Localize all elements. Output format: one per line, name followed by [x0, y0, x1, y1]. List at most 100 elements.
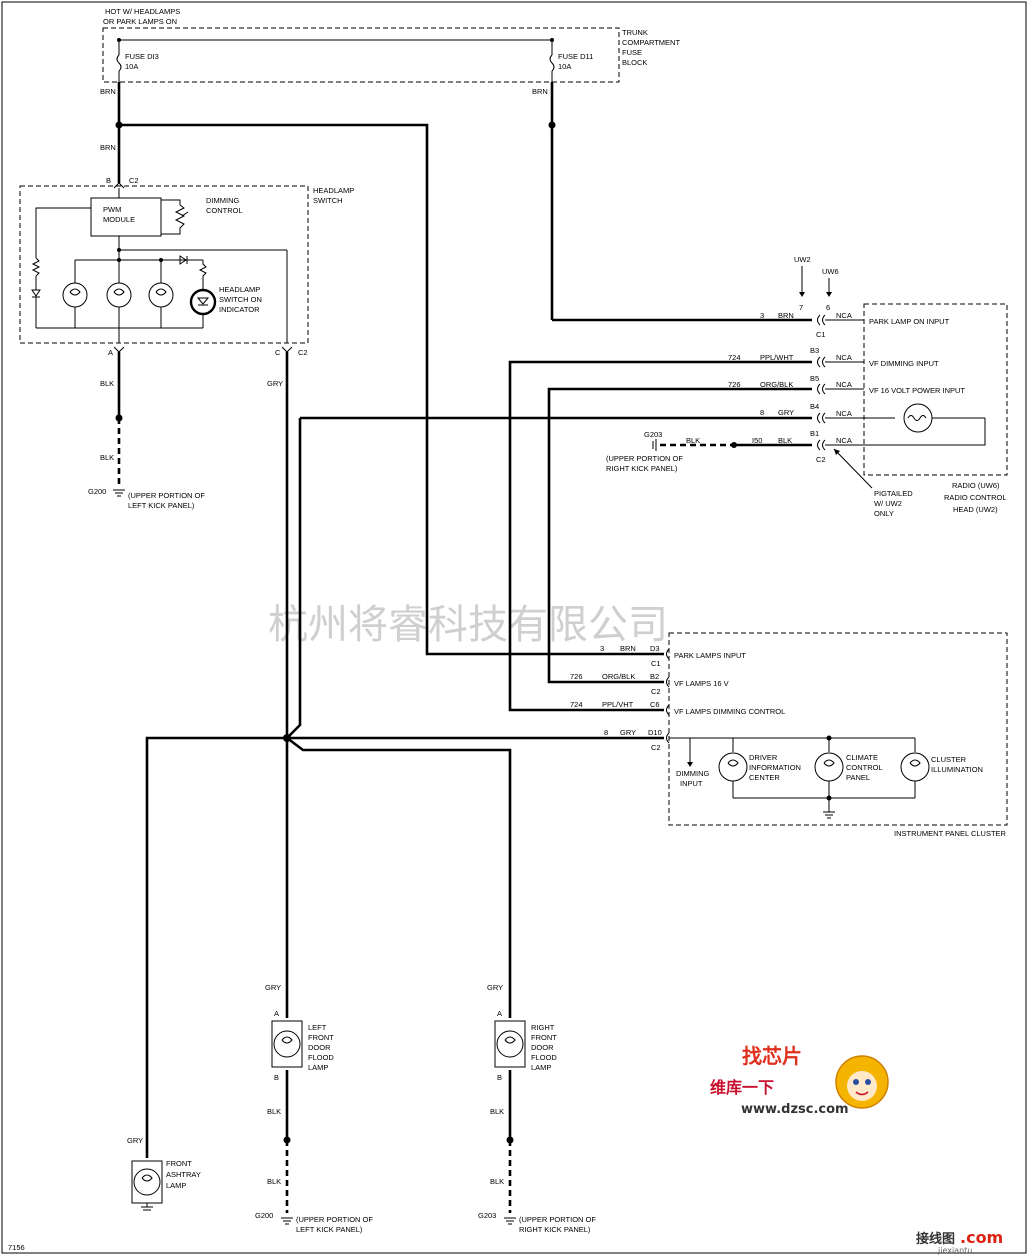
resistor-icon	[198, 260, 207, 279]
diode-icon	[31, 289, 41, 298]
conn-c2: C2	[651, 687, 661, 696]
wire-3: 3	[600, 644, 604, 653]
ground-icon	[113, 489, 125, 497]
lf-ground: G200	[255, 1211, 273, 1220]
lf-label-4: FLOOD	[308, 1053, 334, 1062]
lf-pin-b: B	[274, 1073, 279, 1082]
nca: NCA	[836, 436, 852, 445]
ground-icon	[823, 811, 835, 819]
fuse-d13-amp: 10A	[125, 62, 138, 71]
park-lamps-input: PARK LAMPS INPUT	[674, 651, 746, 660]
corner-brand: 接线图	[916, 1231, 955, 1247]
ccp-lamp-icon	[814, 752, 844, 782]
conn-c1: C1	[651, 659, 661, 668]
ccp-label-3: PANEL	[846, 773, 870, 782]
ash-gry: GRY	[127, 1136, 143, 1145]
lf-label-1: LEFT	[308, 1023, 327, 1032]
rf-loc-1: (UPPER PORTION OF	[519, 1215, 596, 1224]
rf-pin-a: A	[497, 1009, 502, 1018]
indicator-label-3: INDICATOR	[219, 305, 260, 314]
dimming-label-2: CONTROL	[206, 206, 243, 215]
ccp-label-2: CONTROL	[846, 763, 883, 772]
cluster-label-2: ILLUMINATION	[931, 765, 983, 774]
vf-dim-ctrl: VF LAMPS DIMMING CONTROL	[674, 707, 785, 716]
pin-d3: D3	[650, 644, 660, 653]
rf-blk-2: BLK	[490, 1177, 504, 1186]
ccp-label-1: CLIMATE	[846, 753, 878, 762]
dim-input-1: DIMMING	[676, 769, 709, 778]
nca: NCA	[836, 409, 852, 418]
block-label-2: COMPARTMENT	[622, 38, 680, 47]
lf-pin-a: A	[274, 1009, 279, 1018]
ground-loc-2: LEFT KICK PANEL)	[128, 501, 195, 510]
dic-label-3: CENTER	[749, 773, 780, 782]
lf-loc-2: LEFT KICK PANEL)	[296, 1225, 363, 1234]
wire-724: 724	[570, 700, 583, 709]
pin-b: B	[106, 176, 111, 185]
vf-lamps: VF LAMPS 16 V	[674, 679, 729, 688]
wire-726: 726	[728, 380, 741, 389]
wire-8: 8	[604, 728, 608, 737]
logo-line-1: 找芯片	[742, 1044, 802, 1068]
lf-blk-2: BLK	[267, 1177, 281, 1186]
rf-label-5: LAMP	[531, 1063, 551, 1072]
switch-title-2: SWITCH	[313, 196, 343, 205]
wire-ppl-wht: PPL/WHT	[760, 353, 794, 362]
wire-724: 724	[728, 353, 741, 362]
wire-org-blk: ORG/BLK	[760, 380, 793, 389]
wire-brn-left: BRN	[100, 87, 116, 96]
fuse-d11-label: FUSE D11	[558, 52, 593, 61]
radio-title-2: RADIO CONTROL	[944, 493, 1007, 502]
wire-brn: BRN	[778, 311, 794, 320]
lf-blk-1: BLK	[267, 1107, 281, 1116]
flood-lamp-icon	[273, 1030, 301, 1058]
vf-dim-input: VF DIMMING INPUT	[869, 359, 939, 368]
conn-c2-top: C2	[129, 176, 139, 185]
pigtail-1: PIGTAILED	[874, 489, 913, 498]
hot-label-2: OR PARK LAMPS ON	[103, 17, 177, 26]
fuse-d13-label: FUSE DI3	[125, 52, 159, 61]
resistor-icon	[31, 257, 41, 277]
pin-c: C	[275, 348, 281, 357]
rf-label-4: FLOOD	[531, 1053, 557, 1062]
pin-7: 7	[799, 303, 803, 312]
rf-loc-2: RIGHT KICK PANEL)	[519, 1225, 591, 1234]
wire-726: 726	[570, 672, 583, 681]
splice-node	[548, 121, 556, 129]
headlamp-switch: B C2 PWM MODULE DIMMING CONTROL HEADLAMP…	[19, 176, 354, 357]
pwm-label-2: MODULE	[103, 215, 135, 224]
dzsc-logo: 找芯片 维库一下 www.dzsc.com	[710, 1044, 889, 1117]
wire-150: I50	[752, 436, 762, 445]
lf-gry: GRY	[265, 983, 281, 992]
ground-g203: G203	[644, 430, 662, 439]
rf-label-1: RIGHT	[531, 1023, 555, 1032]
pin-6: 6	[826, 303, 830, 312]
dic-label-1: DRIVER	[749, 753, 778, 762]
figure-id: 7156	[8, 1243, 25, 1252]
indicator-label-2: SWITCH ON	[219, 295, 262, 304]
pigtail-2: W/ UW2	[874, 499, 902, 508]
cluster-lamp-icon	[900, 752, 930, 782]
switch-title-1: HEADLAMP	[313, 186, 354, 195]
g203-loc-1: (UPPER PORTION OF	[606, 454, 683, 463]
dimming-label-1: DIMMING	[206, 196, 239, 205]
pin-a: A	[108, 348, 113, 357]
wire-8: 8	[760, 408, 764, 417]
wire-3: 3	[760, 311, 764, 320]
left-door-flood-lamp: GRY A B LEFT FRONT DOOR FLOOD LAMP BLK B…	[255, 983, 373, 1234]
ashtray-lamp-icon	[133, 1168, 161, 1196]
conn-c2: C2	[816, 455, 826, 464]
indicator-label-1: HEADLAMP	[219, 285, 260, 294]
ash-label-3: LAMP	[166, 1181, 186, 1190]
g203-loc-2: RIGHT KICK PANEL)	[606, 464, 678, 473]
pin-b3: B3	[810, 346, 819, 355]
uw6-label: UW6	[822, 267, 839, 276]
wire-brn: BRN	[620, 644, 636, 653]
dim-input-2: INPUT	[680, 779, 703, 788]
wire-blk: BLK	[100, 453, 114, 462]
rf-ground: G203	[478, 1211, 496, 1220]
dimming-pot-icon	[161, 204, 186, 235]
fuse-d13-icon	[116, 54, 122, 72]
